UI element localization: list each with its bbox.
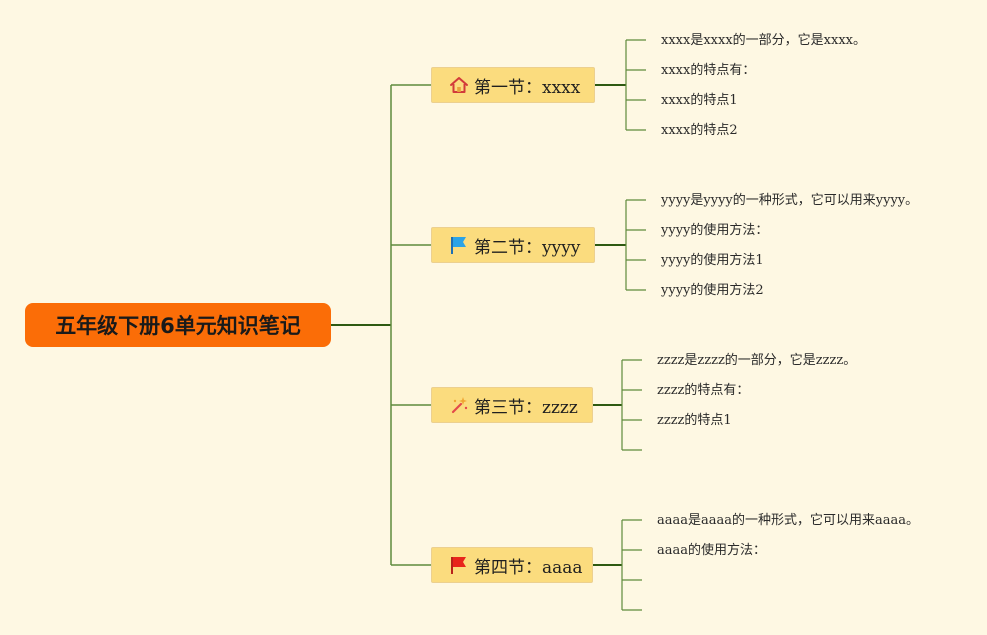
section-2-topic[interactable]: 第二节：yyyy bbox=[431, 227, 595, 263]
section-title: 第二节：yyyy bbox=[474, 237, 581, 258]
leaf-item[interactable]: yyyy是yyyy的一种形式，它可以用来yyyy。 bbox=[661, 193, 919, 208]
leaf-item[interactable]: aaaa是aaaa的一种形式，它可以用来aaaa。 bbox=[657, 513, 920, 528]
section-4-topic[interactable]: 第四节：aaaa bbox=[431, 547, 593, 583]
leaf-item[interactable]: xxxx的特点2 bbox=[661, 123, 738, 138]
root-topic[interactable]: 五年级下册6单元知识笔记 bbox=[25, 303, 331, 347]
leaf-item[interactable]: zzzz的特点1 bbox=[657, 413, 732, 428]
blue-flag-icon bbox=[448, 234, 470, 256]
leaf-item[interactable]: xxxx是xxxx的一部分，它是xxxx。 bbox=[661, 33, 866, 48]
leaf-item[interactable]: xxxx的特点1 bbox=[661, 93, 738, 108]
magic-wand-icon bbox=[448, 394, 470, 416]
section-title: 第一节：xxxx bbox=[474, 77, 581, 98]
leaf-item[interactable]: yyyy的使用方法： bbox=[661, 223, 769, 238]
leaf-item[interactable]: xxxx的特点有： bbox=[661, 63, 756, 78]
leaf-item[interactable]: yyyy的使用方法2 bbox=[661, 283, 764, 298]
red-flag-icon bbox=[448, 554, 470, 576]
section-title: 第三节：zzzz bbox=[474, 397, 578, 418]
leaf-item[interactable]: zzzz的特点有： bbox=[657, 383, 750, 398]
section-3-topic[interactable]: 第三节：zzzz bbox=[431, 387, 593, 423]
home-icon bbox=[448, 74, 470, 96]
section-title: 第四节：aaaa bbox=[474, 557, 583, 578]
leaf-item[interactable]: aaaa的使用方法： bbox=[657, 543, 767, 558]
section-1-topic[interactable]: 第一节：xxxx bbox=[431, 67, 595, 103]
leaf-item[interactable]: zzzz是zzzz的一部分，它是zzzz。 bbox=[657, 353, 857, 368]
leaf-item[interactable]: yyyy的使用方法1 bbox=[661, 253, 764, 268]
